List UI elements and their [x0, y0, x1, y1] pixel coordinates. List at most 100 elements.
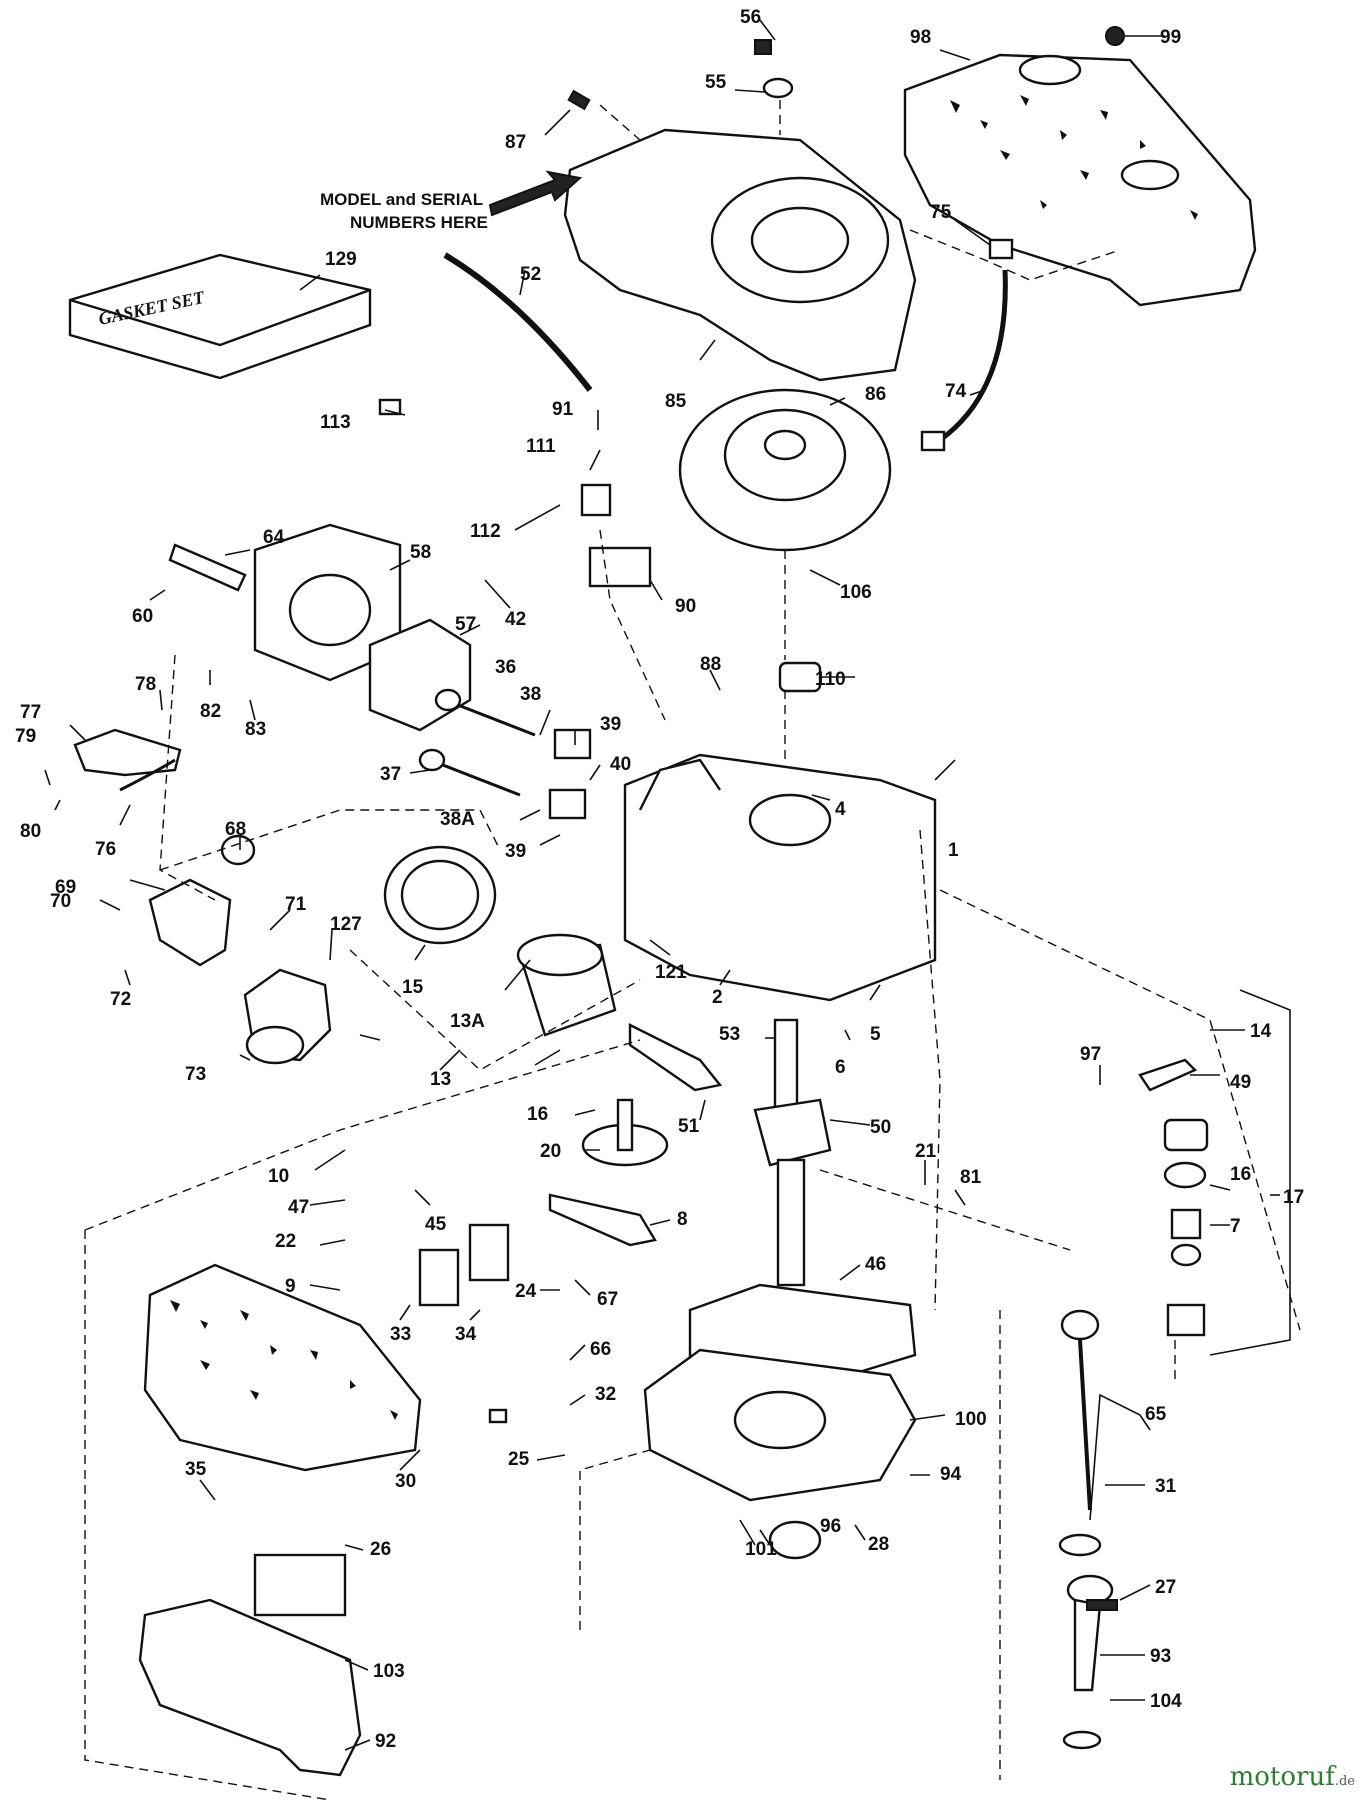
air-cleaner-base	[138, 1598, 362, 1777]
part-label: 93	[1150, 1646, 1171, 1667]
part-label: 38	[520, 684, 541, 705]
watermark-tld: .de	[1334, 1774, 1355, 1789]
part-label: 76	[95, 839, 116, 860]
part-label: 121	[655, 962, 687, 983]
part-label: 98	[910, 27, 931, 48]
gasket-set-box-edge	[69, 288, 371, 347]
part-label: 74	[945, 381, 967, 402]
part-label: 28	[868, 1534, 889, 1555]
part-label: 73	[185, 1064, 206, 1085]
intake-elbow	[148, 878, 232, 967]
part-label: 65	[1145, 1404, 1167, 1425]
part-label: 69	[55, 877, 76, 898]
pre-cleaner	[253, 1553, 347, 1617]
part-label: 101	[745, 1539, 777, 1560]
part-label: 13A	[450, 1011, 485, 1032]
nut-56	[754, 39, 772, 55]
part-label: 39	[600, 714, 621, 735]
part-label: 46	[865, 1254, 886, 1275]
watermark-logo: motoruf.de	[1230, 1762, 1355, 1792]
bearing-28	[768, 1520, 822, 1560]
part-label: 26	[370, 1539, 391, 1560]
part-label: 39	[505, 841, 526, 862]
part-labels: 56 99 98 55 87 129 52 75 74 85 113 91 86…	[15, 7, 1304, 1752]
part-label: 83	[245, 719, 266, 740]
part-label: 58	[410, 542, 431, 563]
part-label: 16	[527, 1104, 548, 1125]
part-label: 15	[402, 977, 424, 998]
fuel-line	[938, 269, 1008, 443]
part-label: 24	[515, 1281, 537, 1302]
part-label: 14	[1250, 1021, 1272, 1042]
part-label: 25	[508, 1449, 530, 1470]
part-label: 53	[719, 1024, 740, 1045]
part-label: 60	[132, 606, 153, 627]
part-label: 90	[675, 596, 696, 617]
block-bore	[748, 793, 832, 847]
ignition-module	[588, 546, 652, 588]
note-line-2: NUMBERS HERE	[350, 213, 488, 232]
valve-exhaust	[444, 698, 536, 737]
part-label: 4	[835, 799, 846, 820]
part-label: 67	[597, 1289, 618, 1310]
part-label: 22	[275, 1231, 296, 1252]
breather-valve	[1170, 1243, 1202, 1267]
part-label: 87	[505, 132, 526, 153]
stop-wire	[443, 252, 593, 392]
washer-55	[762, 77, 794, 99]
part-label: 57	[455, 614, 476, 635]
part-label: 103	[373, 1661, 405, 1682]
part-label: 112	[470, 521, 501, 542]
part-label: 104	[1150, 1691, 1182, 1712]
valve-head-2	[418, 748, 446, 772]
gasket-66	[418, 1248, 460, 1307]
part-label: 80	[20, 821, 41, 842]
part-label: 56	[740, 7, 761, 28]
part-label: 6	[835, 1057, 846, 1078]
part-label: 81	[960, 1167, 982, 1188]
breather-grommet	[1166, 1303, 1206, 1337]
part-label: 40	[610, 754, 631, 775]
oil-seal-102	[1062, 1730, 1102, 1750]
part-label: 71	[285, 894, 307, 915]
sump-boss	[733, 1390, 827, 1450]
part-label: 30	[395, 1471, 416, 1492]
part-label: 17	[1283, 1187, 1304, 1208]
spark-plug	[168, 543, 247, 592]
assembly-lines	[84, 100, 1301, 1800]
governor-bracket	[73, 728, 182, 777]
engine-block	[623, 753, 937, 1002]
rewind-grille-inner	[750, 206, 850, 274]
governor-lever	[548, 1193, 657, 1247]
part-label: 1	[948, 840, 959, 861]
part-drawings	[68, 26, 1257, 1777]
part-label: 66	[590, 1339, 611, 1360]
part-label: 92	[375, 1731, 396, 1752]
part-label: 78	[135, 674, 156, 695]
connecting-rod	[628, 1023, 723, 1092]
part-label: 50	[870, 1117, 891, 1138]
part-label: 38A	[440, 809, 475, 830]
part-label: 129	[325, 249, 357, 270]
part-label: 36	[495, 657, 516, 678]
screw-99	[1105, 26, 1125, 46]
air-filter-element	[143, 1263, 422, 1472]
screw-87	[567, 89, 591, 111]
part-label: 68	[225, 819, 246, 840]
part-label: 35	[185, 1459, 207, 1480]
air-cleaner-cover-top	[903, 53, 1257, 307]
cover-hole	[1120, 159, 1180, 191]
part-label: 91	[552, 399, 574, 420]
part-label: 47	[288, 1197, 309, 1218]
part-label: 113	[320, 412, 351, 433]
part-label: 10	[268, 1166, 289, 1187]
breather-cover	[1163, 1118, 1209, 1152]
part-label: 32	[595, 1384, 616, 1405]
valve-head	[434, 688, 462, 712]
piston-top	[516, 933, 604, 977]
part-label: 31	[1155, 1476, 1177, 1497]
cover-knob	[1018, 54, 1082, 86]
crankshaft-lower	[776, 1158, 806, 1287]
part-label: 79	[15, 726, 36, 747]
ground-switch	[580, 483, 612, 517]
